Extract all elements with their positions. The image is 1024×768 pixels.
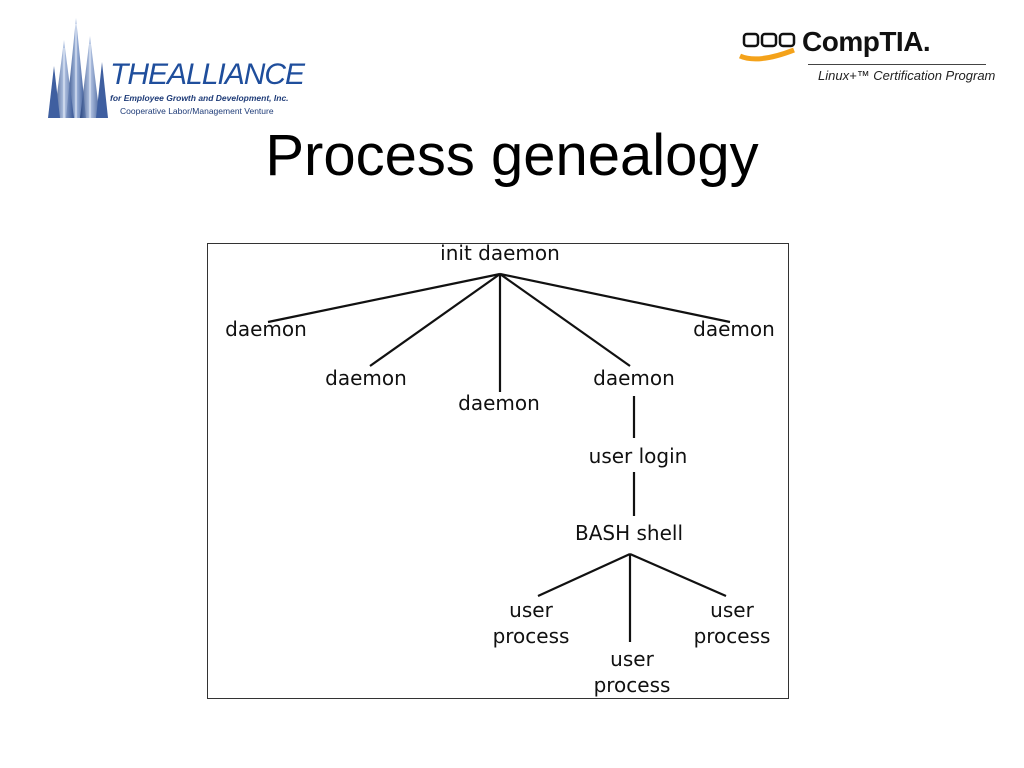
node-user-process-2-line1: user (610, 647, 654, 671)
node-user-process-1: user process (493, 597, 570, 649)
node-user-process-3-line2: process (693, 624, 771, 648)
node-daemon-1: daemon (225, 317, 307, 341)
node-daemon-2: daemon (325, 366, 407, 390)
edge-root-d4 (499, 273, 631, 367)
node-user-process-1-line2: process (492, 624, 570, 648)
node-user-process-3-line1: user (710, 598, 754, 622)
node-bash-shell: BASH shell (574, 521, 684, 545)
edge-shell-p3 (629, 552, 727, 598)
edge-root-d2 (369, 273, 501, 367)
edge-root-d1 (267, 272, 501, 324)
node-user-process-3: user process (694, 597, 771, 649)
slide-title: Process genealogy (265, 123, 759, 188)
alliance-logo: THEALLIANCE for Employee Growth and Deve… (46, 14, 314, 124)
alliance-venture: Cooperative Labor/Management Venture (120, 106, 274, 116)
edge-root-d5 (499, 272, 731, 324)
node-user-process-1-line1: user (509, 598, 553, 622)
node-user-process-2-line2: process (593, 673, 671, 697)
edge-shell-p1 (537, 552, 631, 598)
tree-connectors (267, 272, 731, 642)
node-daemon-3: daemon (458, 391, 540, 415)
node-init-daemon: init daemon (440, 241, 560, 265)
alliance-building-icon (48, 18, 108, 118)
node-daemon-4: daemon (593, 366, 675, 390)
node-user-login: user login (588, 444, 688, 468)
comptia-logo: CompTIA. Linux+™ Certification Program (736, 20, 995, 92)
comptia-divider (808, 64, 986, 65)
node-daemon-5: daemon (693, 317, 775, 341)
comptia-wordmark: CompTIA. (802, 26, 931, 57)
process-tree-diagram: init daemon daemon daemon daemon daemon … (207, 241, 789, 699)
node-user-process-2: user process (594, 646, 671, 698)
alliance-wordmark: THEALLIANCE (110, 58, 305, 91)
comptia-tagline: Linux+™ Certification Program (818, 68, 996, 83)
alliance-subtitle: for Employee Growth and Development, Inc… (110, 93, 289, 103)
comptia-swoosh-icon (738, 32, 796, 62)
